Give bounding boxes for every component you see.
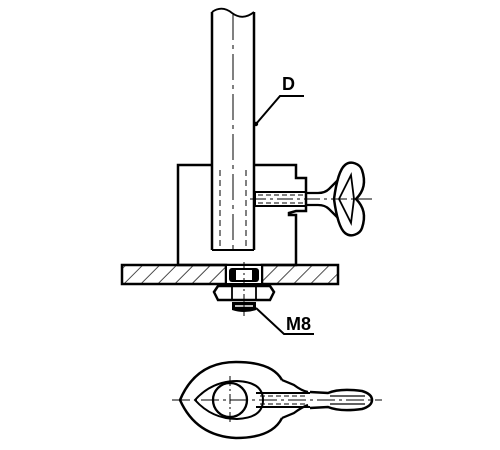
nut-outline [212, 284, 276, 302]
bolt-m8 [212, 262, 276, 316]
plate-right-segment [260, 263, 340, 286]
leader-d-dot [253, 121, 259, 127]
clamp-block [176, 163, 308, 267]
rod-break-line [211, 7, 255, 18]
annotations: D M8 [253, 74, 314, 335]
label-m8: M8 [286, 314, 311, 334]
thumb-screw-side [250, 161, 372, 237]
wing-handle-outer [332, 161, 366, 237]
leader-d [255, 95, 304, 125]
screw-shank [306, 179, 339, 219]
label-d: D [282, 74, 295, 94]
rod [210, 7, 256, 250]
leader-m8 [255, 307, 314, 335]
plan-collar [281, 378, 309, 420]
plan-wing-handle [309, 388, 374, 412]
plan-view [172, 360, 382, 440]
plate-left-segment [120, 263, 228, 286]
